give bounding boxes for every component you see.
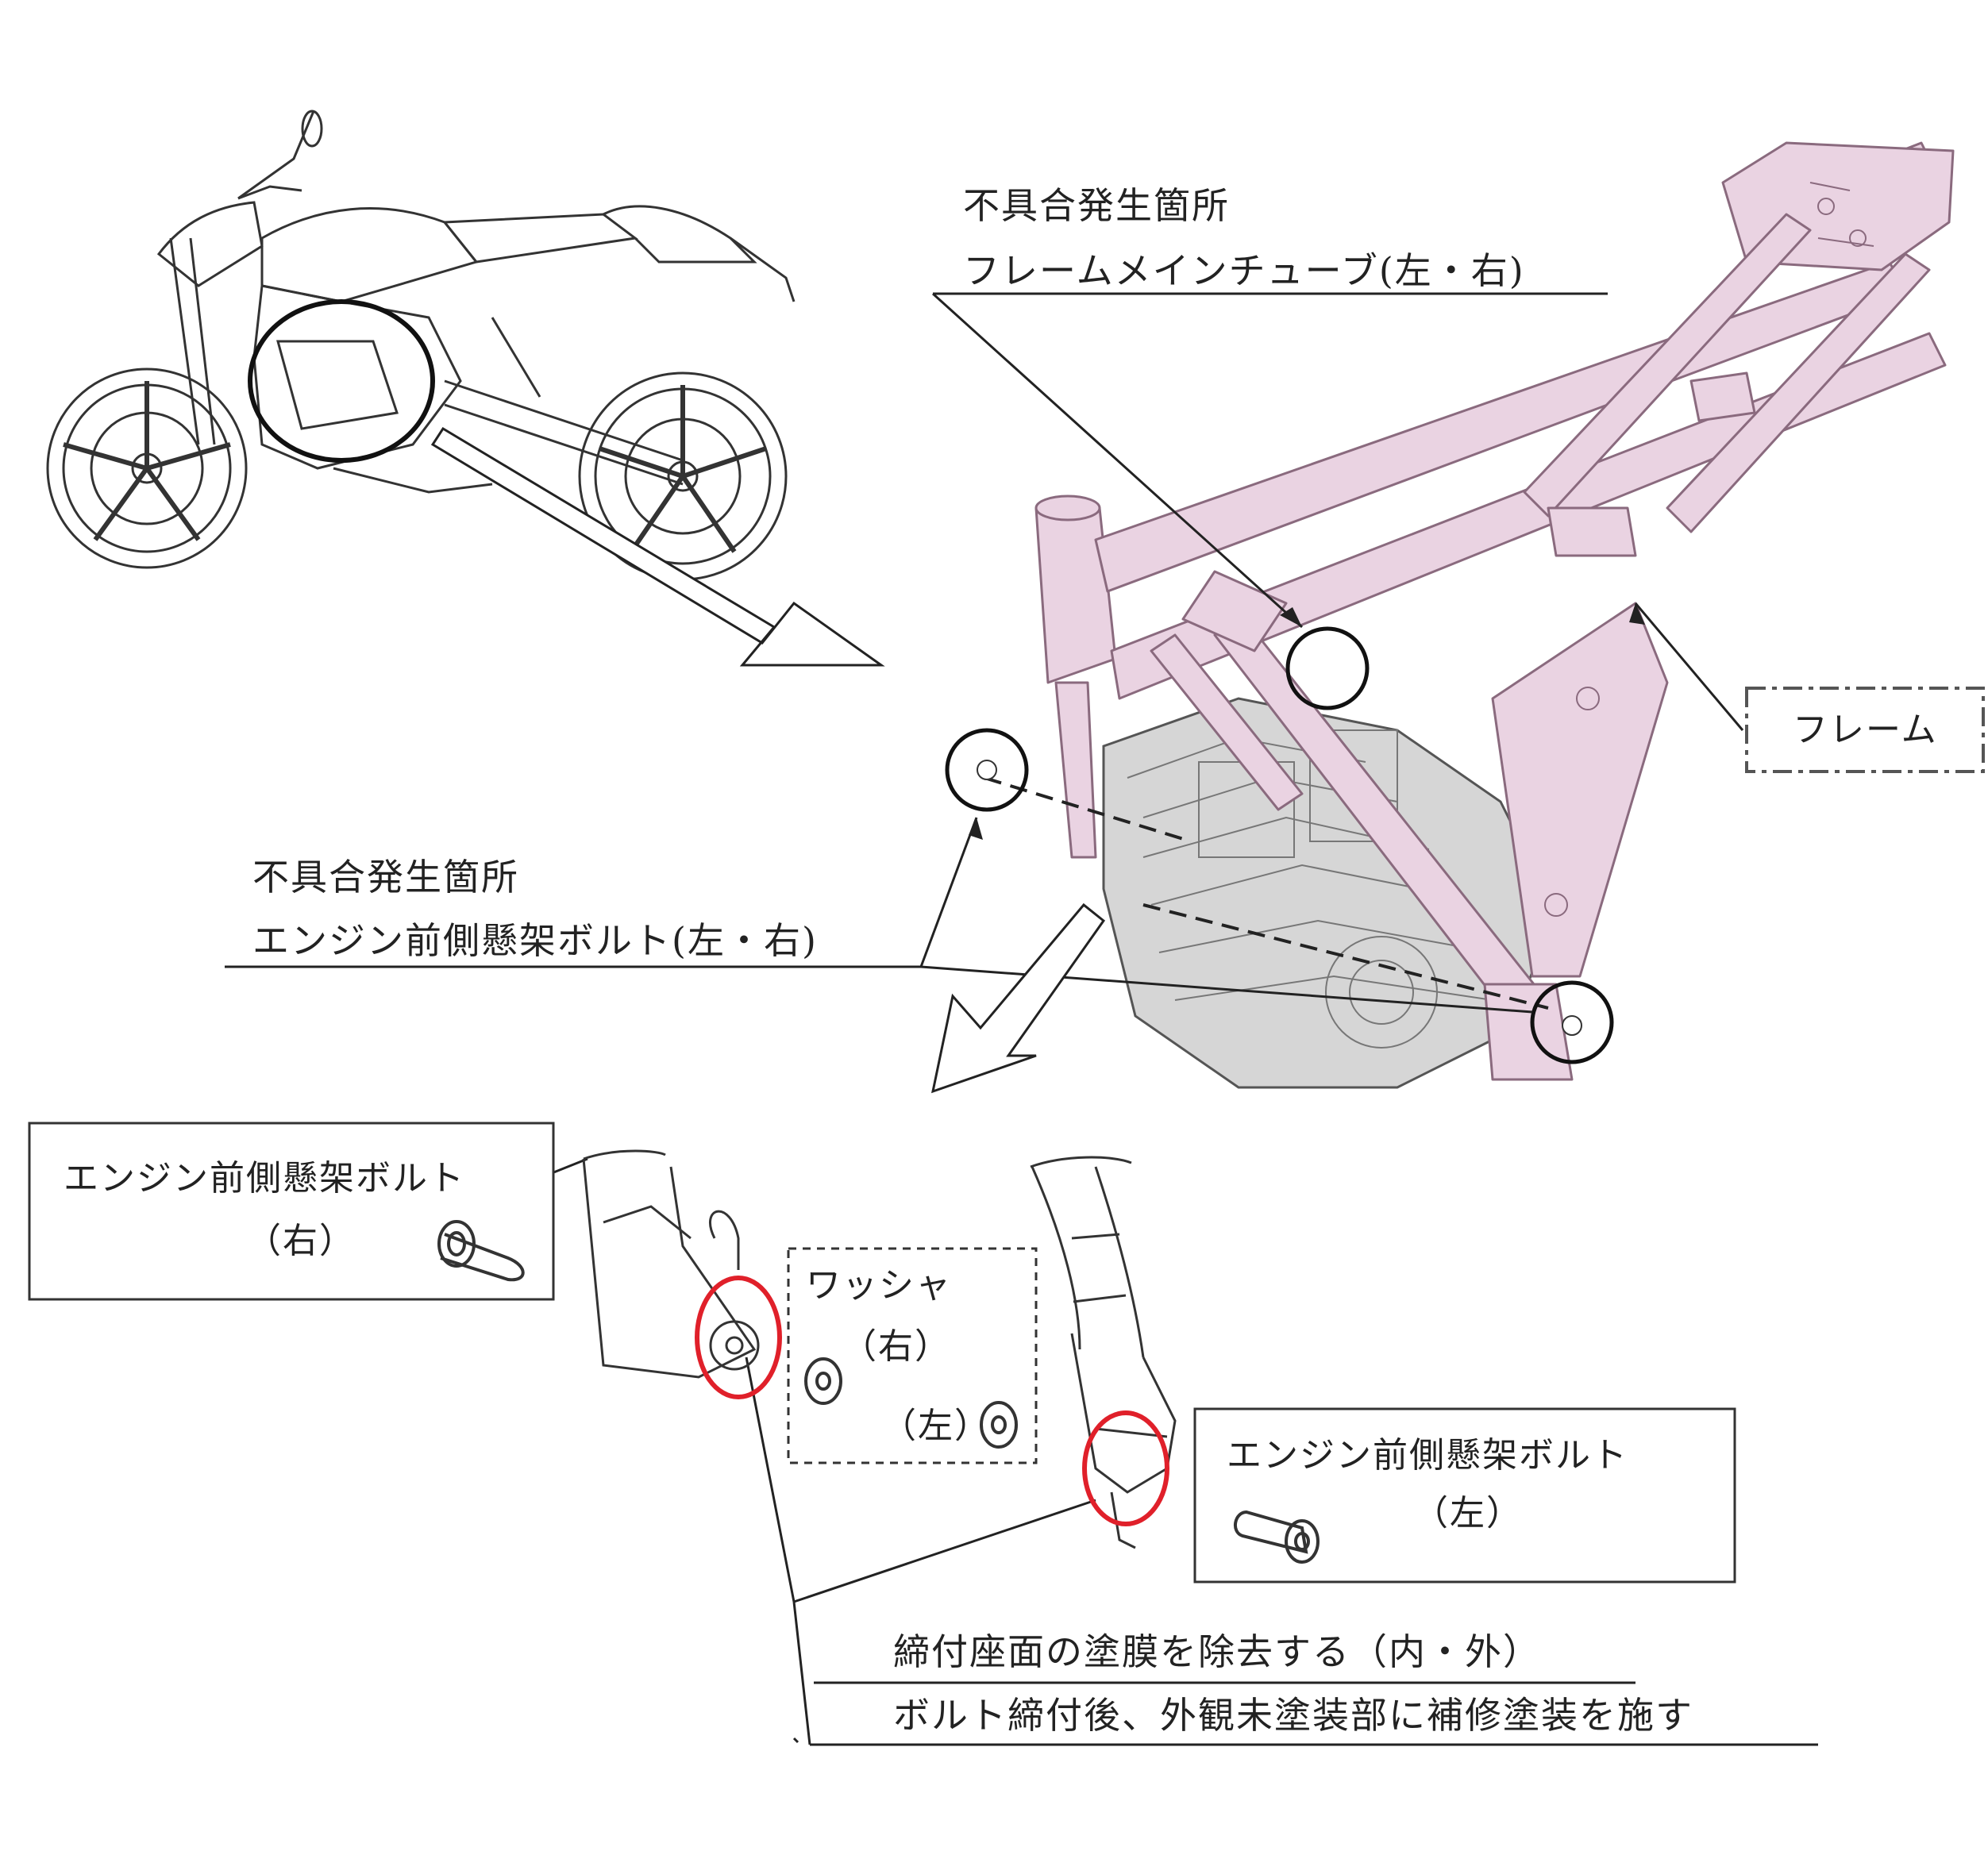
- label-washer: ワッシャ: [806, 1265, 952, 1306]
- motorcycle-highlight-circle: [248, 299, 435, 463]
- washer-box: [787, 1247, 1038, 1464]
- frame-label-box: [1745, 687, 1985, 773]
- label-washer-right: （右）: [842, 1326, 951, 1367]
- left-bolt-box: [1193, 1407, 1736, 1584]
- washer-left-icon: [980, 1401, 1018, 1449]
- left-bracket-detail: [1030, 1156, 1177, 1549]
- zoom-arrow-bottom: [930, 902, 1106, 1094]
- motorcycle-illustration: [46, 110, 796, 581]
- label-right-paren: （右）: [246, 1221, 356, 1261]
- frame-engine-illustration: [984, 141, 1955, 1089]
- label-washer-left: （左）: [881, 1406, 991, 1446]
- label-engine-front-bolt-left: エンジン前側懸架ボルト: [1227, 1435, 1628, 1476]
- washer-right-icon: [804, 1357, 842, 1405]
- label-left-paren: （左）: [1413, 1493, 1523, 1534]
- label-frame-main-tube: フレームメインチューブ(左・右): [963, 249, 1525, 292]
- label-defect-location-frame: 不具合発生箇所: [963, 184, 1230, 227]
- right-bolt-box: [28, 1122, 555, 1301]
- leader-lines: [225, 292, 1818, 1746]
- label-engine-front-bolt-right: エンジン前側懸架ボルト: [64, 1158, 465, 1199]
- label-remove-coating: 締付座面の塗膜を除去する（内・外）: [893, 1630, 1541, 1673]
- frame-highlight-circles: [945, 626, 1614, 1064]
- label-engine-front-bolt-lr: エンジン前側懸架ボルト(左・右): [252, 919, 818, 962]
- zoom-arrow-top: [430, 426, 885, 667]
- right-bracket-detail: [582, 1149, 760, 1379]
- label-frame: フレーム: [1793, 710, 1938, 750]
- label-touch-up-paint: ボルト締付後、外観未塗装部に補修塗装を施す: [893, 1694, 1693, 1737]
- red-highlight-ellipses: [695, 1276, 1169, 1526]
- label-defect-location-bolt: 不具合発生箇所: [252, 856, 519, 899]
- right-bolt-icon: [437, 1220, 525, 1282]
- left-bolt-icon: [1234, 1510, 1320, 1564]
